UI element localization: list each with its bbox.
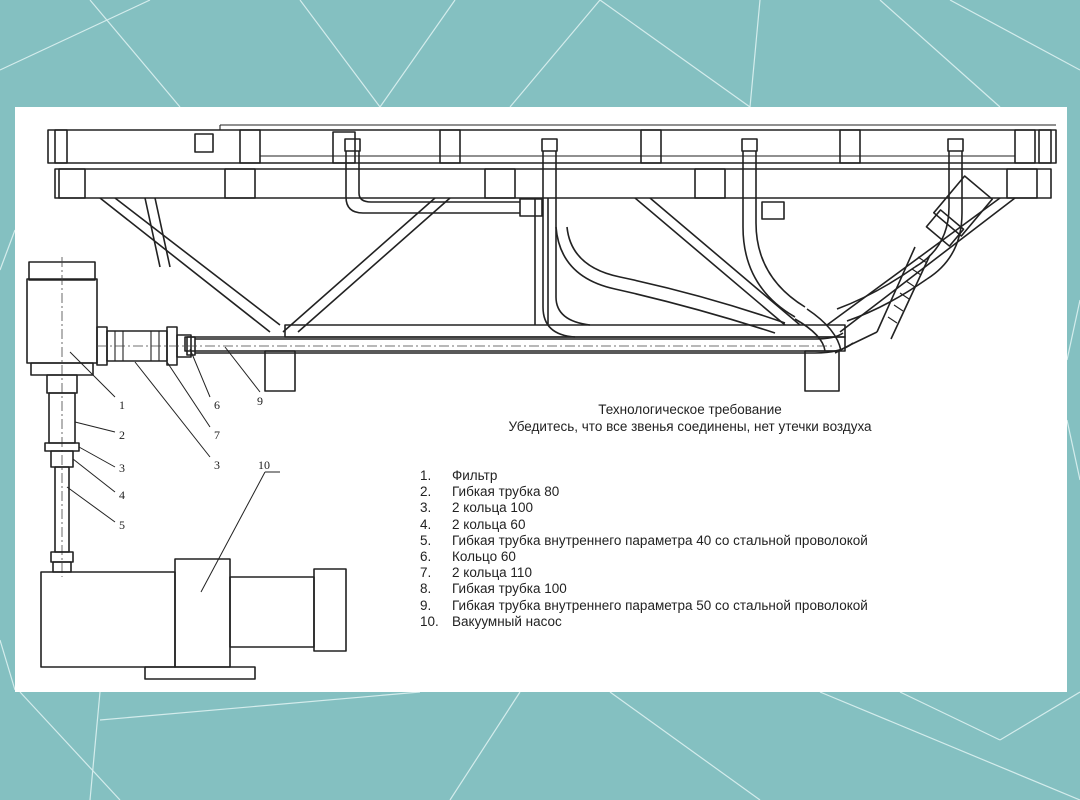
callout-10: 10 <box>258 458 270 472</box>
legend-item: 2.Гибкая трубка 80 <box>420 484 560 500</box>
requirement-text: Убедитесь, что все звенья соединены, нет… <box>508 419 872 434</box>
callout-7: 7 <box>214 428 220 442</box>
legend-item: 6.Кольцо 60 <box>420 549 516 565</box>
leader-lines <box>66 346 261 523</box>
legend-item: 4.2 кольца 60 <box>420 516 526 532</box>
callout-5: 5 <box>119 518 125 532</box>
vacuum-pump <box>40 471 347 680</box>
filter <box>26 257 98 577</box>
callout-1: 1 <box>119 398 125 412</box>
legend-item: 8.Гибкая трубка 100 <box>420 581 567 597</box>
technical-requirement: Технологическое требование Убедитесь, чт… <box>455 401 925 435</box>
truss <box>99 197 1016 392</box>
table-frame <box>47 124 1057 199</box>
callout-9: 9 <box>257 394 263 408</box>
inline-filter <box>834 175 994 354</box>
legend-item: 5.Гибкая трубка внутреннего параметра 40… <box>420 532 868 548</box>
callout-8: 3 <box>214 458 220 472</box>
callout-2: 2 <box>119 428 125 442</box>
callout-6: 6 <box>214 398 220 412</box>
legend-item: 1.Фильтр <box>420 468 498 483</box>
suction-hoses <box>344 138 964 352</box>
legend-item: 7.2 кольца 110 <box>420 565 532 581</box>
main-hose <box>195 332 854 354</box>
parts-legend: 1.Фильтр 2.Гибкая трубка 80 3.2 кольца 1… <box>420 468 868 630</box>
legend-item: 10.Вакуумный насос <box>420 613 562 629</box>
vacuum-system-drawing: 1 2 3 4 5 6 7 3 9 10 <box>26 124 1057 680</box>
legend-item: 3.2 кольца 100 <box>420 500 533 516</box>
hose-80-assembly <box>96 326 835 366</box>
callout-3: 3 <box>119 461 125 475</box>
requirement-title: Технологическое требование <box>598 402 782 417</box>
drawing-sheet: 1 2 3 4 5 6 7 3 9 10 Технологическое тре… <box>15 107 1067 692</box>
callout-4: 4 <box>119 488 125 502</box>
legend-item: 9.Гибкая трубка внутреннего параметра 50… <box>420 597 868 613</box>
